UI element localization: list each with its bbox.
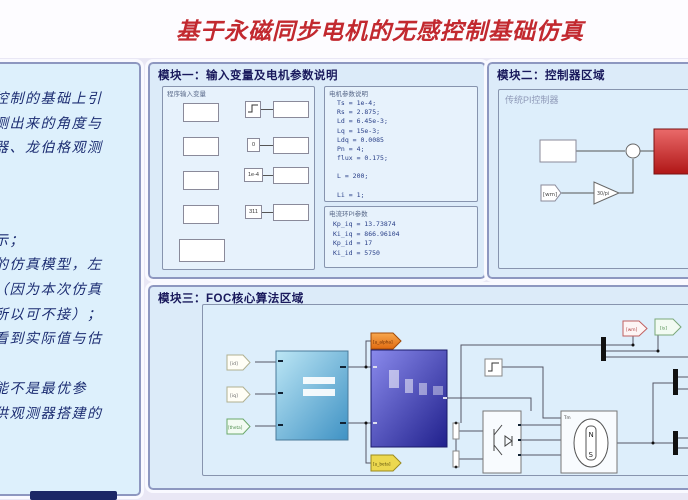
pi-controller-box: 传统PI控制器 [wm — [498, 89, 688, 269]
param-line: L = 200; — [337, 172, 369, 181]
svpwm-block[interactable] — [370, 349, 448, 448]
goto-tag-u-alpha[interactable]: [u_alpha] — [370, 332, 402, 350]
param-line: Li = 1; — [337, 190, 365, 199]
param-line: Kp_iq = 13.73874 — [333, 220, 396, 228]
wires — [255, 335, 688, 464]
wire — [261, 109, 273, 110]
step-icon — [248, 104, 258, 113]
input-box-label: 程序输入变量 — [167, 91, 206, 98]
page-title: 基于永磁同步电机的无感控制基础仿真 — [176, 18, 584, 45]
svg-text:[is]: [is] — [660, 326, 667, 332]
variable-block[interactable] — [273, 204, 309, 221]
module3-panel: 模块三：FOC核心算法区域 — [145, 282, 688, 493]
magnet-n-label: N — [589, 431, 594, 439]
motor-params-label: 电机参数说明 — [329, 91, 368, 98]
input-block[interactable] — [179, 239, 225, 262]
svg-text:[wm]: [wm] — [543, 192, 557, 198]
note-line: 控制的基础上引 — [0, 91, 103, 107]
variable-block[interactable] — [273, 101, 309, 118]
gain-block[interactable]: 30/pi — [593, 181, 621, 205]
svg-text:[id]: [id] — [230, 361, 238, 367]
wires — [561, 150, 654, 194]
note-line: 器、龙伯格观测 — [0, 140, 103, 156]
variable-block[interactable] — [273, 167, 309, 184]
foc-diagram-box: [id] [iq] [theta] — [202, 304, 688, 476]
param-line: Pn = 4; — [337, 145, 365, 154]
pi-controller-block[interactable] — [653, 128, 688, 175]
svg-text:[u_beta]: [u_beta] — [373, 462, 391, 467]
bottom-partial-panel — [30, 491, 117, 500]
speed-ref-block[interactable] — [539, 139, 577, 163]
module1-panel: 模块一：输入变量及电机参数说明 程序输入变量 0 1e-4 311 电机参数说明… — [145, 59, 489, 282]
goto-tag-is[interactable]: [is] — [654, 318, 682, 336]
bus-selector[interactable] — [601, 337, 606, 361]
module2-header: 模块二：控制器区域 — [497, 70, 605, 82]
param-line: Kp_id = 17 — [333, 239, 373, 248]
top-background-band — [0, 0, 688, 58]
note-line: 所以可不接）； — [0, 307, 103, 323]
bus-selector[interactable] — [673, 431, 678, 455]
param-line: flux = 0.175; — [337, 154, 388, 163]
motor-params-box: 电机参数说明 Ts = 1e-4; Rs = 2.875; Ld = 6.45e… — [324, 86, 478, 202]
pi-params-label: 电流环PI参数 — [329, 211, 368, 218]
svg-text:[iq]: [iq] — [230, 393, 238, 399]
pi-controller-label: 传统PI控制器 — [505, 95, 559, 105]
input-variables-box: 程序输入变量 0 1e-4 311 — [162, 86, 315, 270]
input-block[interactable] — [183, 137, 219, 156]
pmsm-motor-block[interactable]: Tm N S — [560, 410, 618, 474]
note-line: 看到实际值与估 — [0, 331, 103, 347]
step-icon — [488, 362, 499, 372]
igbt-icon — [493, 424, 513, 456]
param-line: Ts = 1e-4; — [337, 99, 377, 107]
svg-text:30/pi: 30/pi — [597, 191, 609, 197]
pi-params-box: 电流环PI参数 Kp_iq = 13.73874 Ki_iq = 866.961… — [324, 206, 478, 268]
wire — [262, 212, 273, 213]
wire — [260, 145, 273, 146]
param-line: Ki_iq = 866.96104 — [333, 229, 400, 238]
from-tag-iq[interactable]: [iq] — [226, 386, 251, 403]
from-tag-wm[interactable]: [wm] — [540, 184, 562, 202]
dc-link-terminals[interactable] — [452, 421, 460, 469]
input-block[interactable] — [183, 205, 219, 224]
goto-tag-u-beta[interactable]: [u_beta] — [370, 454, 402, 472]
note-line: 能不是最优参 — [0, 381, 87, 397]
park-transform-block[interactable] — [275, 350, 349, 441]
bus-selector[interactable] — [673, 369, 678, 395]
param-line: Ld = 6.45e-3; — [337, 117, 388, 126]
param-line: Lq = 15e-3; — [337, 126, 381, 135]
module2-panel: 模块二：控制器区域 传统PI控制器 — [484, 59, 688, 282]
svg-text:[theta]: [theta] — [228, 425, 243, 430]
note-line: 测出来的角度与 — [0, 116, 103, 132]
goto-tag-wm[interactable]: [wm] — [622, 320, 648, 337]
constant-block[interactable]: 1e-4 — [244, 168, 263, 182]
note-line: 的仿真模型，左 — [0, 257, 103, 273]
from-tag-id[interactable]: [id] — [226, 354, 251, 371]
note-line: 示； — [0, 233, 25, 249]
constant-block[interactable]: 311 — [245, 205, 262, 219]
svg-text:[wm]: [wm] — [626, 327, 638, 333]
param-line: Ldq = 0.0085 — [337, 135, 384, 144]
left-note-panel: 控制的基础上引 测出来的角度与 器、龙伯格观测 。 示； 的仿真模型，左 （因为… — [0, 59, 144, 499]
note-line: 。 — [0, 161, 10, 181]
magnet-s-label: S — [589, 451, 594, 459]
input-block[interactable] — [183, 103, 219, 122]
module1-header: 模块一：输入变量及电机参数说明 — [158, 70, 338, 82]
param-line: Rs = 2.875; — [337, 108, 381, 117]
junction-dots — [364, 343, 660, 445]
from-tag-theta[interactable]: [theta] — [226, 418, 251, 435]
variable-block[interactable] — [273, 137, 309, 154]
input-block[interactable] — [183, 171, 219, 190]
svg-text:Tm: Tm — [563, 415, 571, 420]
module3-header: 模块三：FOC核心算法区域 — [158, 293, 304, 305]
note-line: 供观测器搭建的 — [0, 406, 103, 422]
svg-text:[u_alpha]: [u_alpha] — [373, 340, 393, 345]
sum-junction[interactable] — [625, 143, 641, 159]
note-line: （因为本次仿真 — [0, 282, 103, 298]
wire — [263, 175, 273, 176]
param-line: Ki_id = 5750 — [333, 248, 380, 257]
step-block[interactable] — [484, 358, 503, 377]
inverter-block[interactable] — [482, 410, 522, 474]
constant-block[interactable]: 0 — [247, 138, 260, 152]
step-source-block[interactable] — [245, 101, 261, 118]
